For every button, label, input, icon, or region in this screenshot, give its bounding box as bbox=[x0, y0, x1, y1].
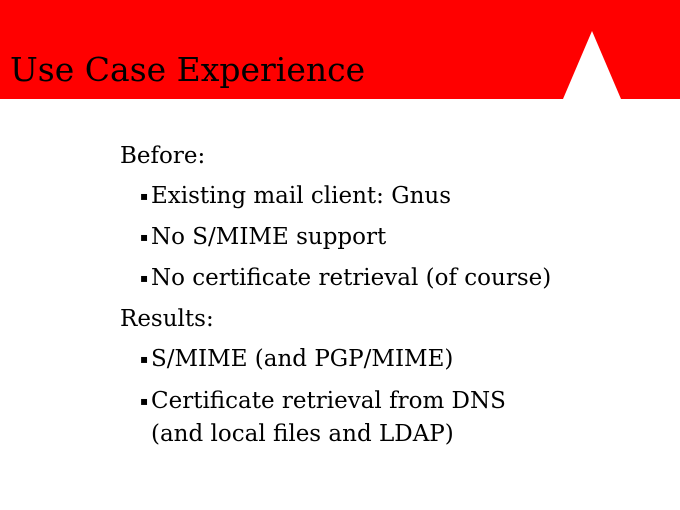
slide-title: Use Case Experience bbox=[10, 50, 366, 89]
header-bar: Use Case Experience bbox=[0, 0, 680, 99]
bullet-continuation-text: (and local files and LDAP) bbox=[151, 421, 454, 447]
bullet-text: S/MIME (and PGP/MIME) bbox=[151, 346, 454, 372]
triangle-logo-icon bbox=[563, 31, 621, 99]
bullet-square-icon: ▪ bbox=[140, 394, 149, 408]
section-heading-results: Results: bbox=[120, 306, 214, 332]
bullet-item: ▪Existing mail client: Gnus bbox=[140, 181, 451, 211]
bullet-item: ▪S/MIME (and PGP/MIME) bbox=[140, 344, 453, 374]
bullet-square-icon: ▪ bbox=[140, 189, 149, 203]
bullet-square-icon: ▪ bbox=[140, 352, 149, 366]
bullet-text: No S/MIME support bbox=[151, 224, 387, 250]
bullet-text: Existing mail client: Gnus bbox=[151, 183, 452, 209]
bullet-item: ▪Certificate retrieval from DNS bbox=[140, 386, 506, 416]
bullet-item: ▪No certificate retrieval (of course) bbox=[140, 263, 551, 293]
bullet-square-icon: ▪ bbox=[140, 230, 149, 244]
bullet-text: Certificate retrieval from DNS bbox=[151, 388, 506, 414]
section-heading-before: Before: bbox=[120, 143, 206, 169]
bullet-item: ▪No S/MIME support bbox=[140, 222, 386, 252]
bullet-square-icon: ▪ bbox=[140, 271, 149, 285]
bullet-text: No certificate retrieval (of course) bbox=[151, 265, 552, 291]
